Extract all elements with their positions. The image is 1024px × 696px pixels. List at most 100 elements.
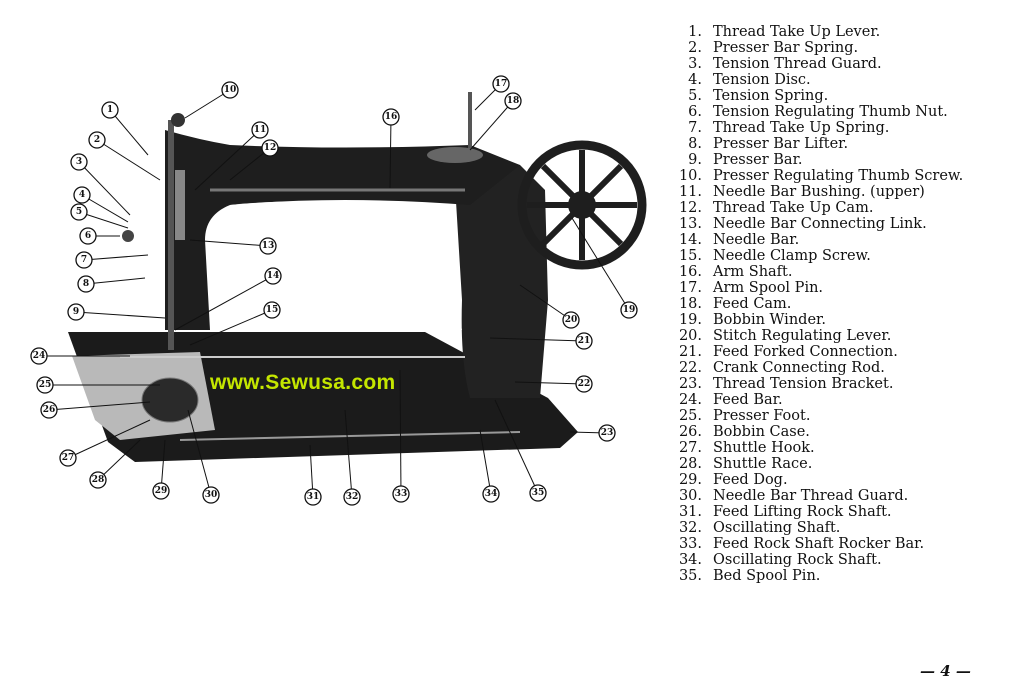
part-list-item: 17.Arm Spool Pin. xyxy=(668,280,963,296)
part-list-item: 18.Feed Cam. xyxy=(668,296,963,312)
part-number: 24. xyxy=(678,392,702,408)
callout-number: 25 xyxy=(39,380,52,390)
part-list-item: 20.Stitch Regulating Lever. xyxy=(668,328,963,344)
callout-circle xyxy=(263,301,281,319)
callout-number: 12 xyxy=(264,143,277,153)
needle-bar xyxy=(168,120,174,350)
callout-circle xyxy=(504,92,522,110)
part-number: 2. xyxy=(688,40,702,56)
callout-circle xyxy=(382,108,400,126)
part-number: 29. xyxy=(678,472,702,488)
part-name: Bobbin Winder. xyxy=(713,312,826,328)
parts-list: 1.Thread Take Up Lever.2.Presser Bar Spr… xyxy=(668,24,963,584)
callout-number: 24 xyxy=(33,351,46,361)
machine-arm xyxy=(165,130,520,330)
part-list-item: 7.Thread Take Up Spring. xyxy=(668,120,963,136)
leader-line xyxy=(184,89,231,119)
part-number: 10. xyxy=(678,168,702,184)
callout-circle xyxy=(575,332,593,350)
callout-number: 6 xyxy=(85,231,91,241)
leader-line xyxy=(48,401,151,411)
part-number: 9. xyxy=(688,152,702,168)
callout-circle xyxy=(70,153,88,171)
part-list-item: 2.Presser Bar Spring. xyxy=(668,40,963,56)
callout-28: 28 xyxy=(89,439,141,489)
tension-nut xyxy=(122,230,134,242)
part-number: 21. xyxy=(678,344,702,360)
callout-number: 23 xyxy=(601,428,614,438)
callout-number: 31 xyxy=(307,492,320,502)
part-name: Crank Connecting Rod. xyxy=(713,360,885,376)
part-name: Thread Take Up Spring. xyxy=(713,120,890,136)
callout-number: 8 xyxy=(83,279,89,289)
callout-circle xyxy=(575,375,593,393)
part-number: 26. xyxy=(678,424,702,440)
leader-line xyxy=(479,429,492,495)
part-number: 4. xyxy=(688,72,702,88)
callout-23: 23 xyxy=(569,424,616,442)
leader-line xyxy=(469,100,514,151)
leader-line xyxy=(194,129,261,191)
callout-number: 34 xyxy=(485,489,498,499)
leader-line xyxy=(189,309,273,346)
callout-circle xyxy=(392,485,410,503)
callout-circle xyxy=(482,485,500,503)
leader-line xyxy=(174,275,274,331)
callout-16: 16 xyxy=(382,108,400,189)
callout-circle xyxy=(261,139,279,157)
part-number: 23. xyxy=(678,376,702,392)
presser-bar-spring xyxy=(175,170,185,240)
callout-circle xyxy=(59,449,77,467)
callout-circle xyxy=(343,488,361,506)
callout-27: 27 xyxy=(59,419,151,467)
callout-number: 21 xyxy=(578,336,591,346)
callout-number: 32 xyxy=(346,492,359,502)
part-name: Feed Dog. xyxy=(713,472,788,488)
part-list-item: 23.Thread Tension Bracket. xyxy=(668,376,963,392)
part-name: Feed Cam. xyxy=(713,296,792,312)
callout-5: 5 xyxy=(70,203,129,229)
leader-line xyxy=(309,444,314,498)
part-number: 28. xyxy=(678,456,702,472)
part-number: 33. xyxy=(678,536,702,552)
part-name: Tension Spring. xyxy=(713,88,829,104)
part-name: Feed Bar. xyxy=(713,392,783,408)
callout-number: 29 xyxy=(155,486,168,496)
callout-number: 18 xyxy=(507,96,520,106)
callout-19: 19 xyxy=(571,217,638,319)
part-name: Tension Disc. xyxy=(713,72,811,88)
callout-31: 31 xyxy=(304,444,322,506)
callout-35: 35 xyxy=(494,399,547,502)
part-list-item: 8.Presser Bar Lifter. xyxy=(668,136,963,152)
part-list-item: 22. Crank Connecting Rod. xyxy=(668,360,963,376)
leader-line xyxy=(189,239,269,247)
part-number: 22. xyxy=(678,360,702,376)
part-number: 35. xyxy=(678,568,702,584)
part-number: 6. xyxy=(688,104,702,120)
part-list-item: 6.Tension Regulating Thumb Nut. xyxy=(668,104,963,120)
callout-number: 19 xyxy=(623,305,636,315)
part-list-item: 13.Needle Bar Connecting Link. xyxy=(668,216,963,232)
part-list-item: 1.Thread Take Up Lever. xyxy=(668,24,963,40)
callout-number: 4 xyxy=(79,190,85,200)
callout-circle xyxy=(101,101,119,119)
part-list-item: 16.Arm Shaft. xyxy=(668,264,963,280)
part-number: 16. xyxy=(678,264,702,280)
callout-6: 6 xyxy=(79,227,120,245)
part-number: 1. xyxy=(688,24,702,40)
part-name: Needle Bar. xyxy=(713,232,800,248)
callout-circle xyxy=(259,237,277,255)
callout-number: 11 xyxy=(254,125,267,135)
callout-11: 11 xyxy=(194,121,269,191)
callout-number: 26 xyxy=(43,405,56,415)
callout-circle xyxy=(70,203,88,221)
callout-circle xyxy=(75,251,93,269)
leader-line xyxy=(96,139,161,181)
leader-line xyxy=(78,161,131,216)
thumb-screw xyxy=(171,113,185,127)
callout-number: 10 xyxy=(224,85,237,95)
part-name: Presser Bar. xyxy=(713,152,803,168)
leader-line xyxy=(344,409,353,498)
part-name: Arm Spool Pin. xyxy=(713,280,824,296)
part-number: 20. xyxy=(678,328,702,344)
